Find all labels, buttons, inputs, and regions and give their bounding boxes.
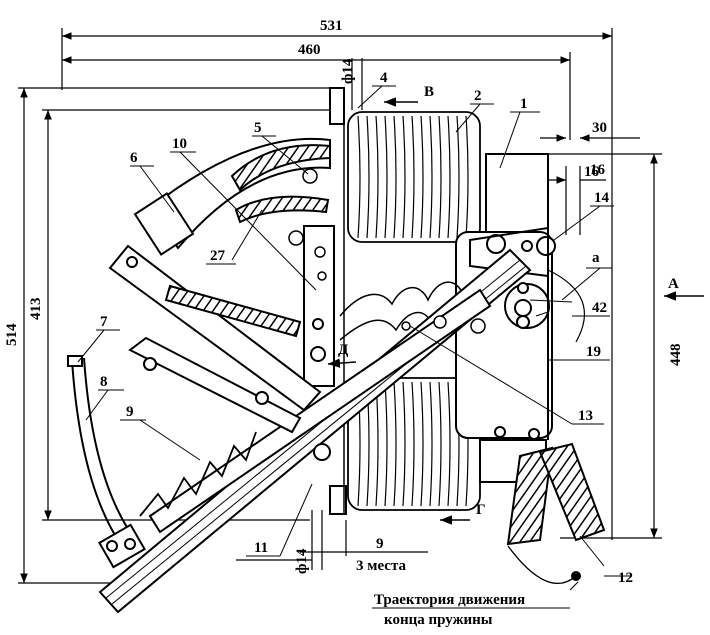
insulator-rib: [465, 115, 469, 239]
main-lever: [98, 248, 532, 614]
callout-19: 19: [586, 344, 601, 360]
callout-1: 1: [520, 96, 528, 112]
callout-labels: 1 2 4 5 6 7 8 9 10 11 12 13 14 16 19 27 …: [100, 70, 633, 586]
insulator-rib: [411, 115, 415, 239]
dim-448: 448: [668, 344, 684, 367]
sawtooth-sector: [139, 431, 257, 517]
view-labels: В А Г Д а: [338, 84, 679, 518]
callout-27: 27: [210, 248, 226, 264]
dim-531: 531: [320, 18, 343, 34]
insulator-rib: [384, 115, 388, 239]
insulator-rib: [420, 381, 424, 507]
insulator-rib: [429, 381, 433, 507]
insulator-rib: [402, 115, 406, 239]
insulator-rib: [438, 115, 442, 239]
insulator-rib: [447, 381, 451, 507]
dim-9: 9: [376, 536, 384, 552]
callout-6: 6: [130, 150, 138, 166]
insulator-rib: [411, 381, 415, 507]
dim-514: 514: [4, 323, 20, 346]
dim-413: 413: [28, 298, 44, 321]
insulator-rib: [447, 115, 451, 239]
dim-460: 460: [298, 42, 321, 58]
insulator-rib: [357, 115, 361, 239]
insulator-rib: [438, 381, 442, 507]
guide-arc: [67, 355, 146, 569]
leader-lines: [77, 85, 632, 609]
insulator-rib: [402, 381, 406, 507]
view-arrows: [327, 97, 704, 525]
callout-11: 11: [254, 540, 268, 556]
callout-2: 2: [474, 88, 482, 104]
callout-16: 16: [584, 164, 600, 180]
insulator-top: [347, 111, 481, 243]
insulator-rib: [393, 115, 397, 239]
dimension-labels: 531 460 514 413 448 30 16 ф14 ф14 9 3 ме…: [4, 18, 684, 574]
view-g-label: Г: [476, 502, 486, 518]
view-a-label: А: [668, 276, 679, 292]
insulator-rib: [366, 115, 370, 239]
callout-7: 7: [100, 314, 108, 330]
insulator-rib: [420, 115, 424, 239]
callout-12: 12: [618, 570, 633, 586]
spring-bundle-12: [506, 442, 606, 585]
insulator-rib: [393, 381, 397, 507]
dimension-lines: [18, 28, 662, 584]
spring-arc-top: [133, 137, 331, 256]
callout-9: 9: [126, 404, 134, 420]
dim-30: 30: [592, 120, 607, 136]
callout-14: 14: [594, 190, 610, 206]
callout-42: 42: [592, 300, 607, 316]
dim-3-places: 3 места: [356, 558, 407, 574]
note-line-2: конца пружины: [384, 612, 493, 628]
lower-lever: [108, 244, 331, 461]
callout-10: 10: [172, 136, 187, 152]
callout-5: 5: [254, 120, 262, 136]
callout-4: 4: [380, 70, 388, 86]
dim-phi14-bottom: ф14: [294, 548, 310, 574]
insulator-rib: [375, 115, 379, 239]
view-d-label: Д: [338, 342, 349, 358]
dim-phi14-top: ф14: [340, 58, 356, 84]
note-line-1: Траектория движения: [374, 592, 525, 608]
view-b-label: В: [424, 84, 434, 100]
callout-8: 8: [100, 374, 108, 390]
insulator-rib: [384, 381, 388, 507]
insulator-rib: [429, 115, 433, 239]
callout-13: 13: [578, 408, 593, 424]
trajectory-note: Траектория движения конца пружины: [374, 592, 525, 628]
angle-a-label: а: [592, 250, 600, 266]
dim-16: 16: [590, 162, 606, 178]
